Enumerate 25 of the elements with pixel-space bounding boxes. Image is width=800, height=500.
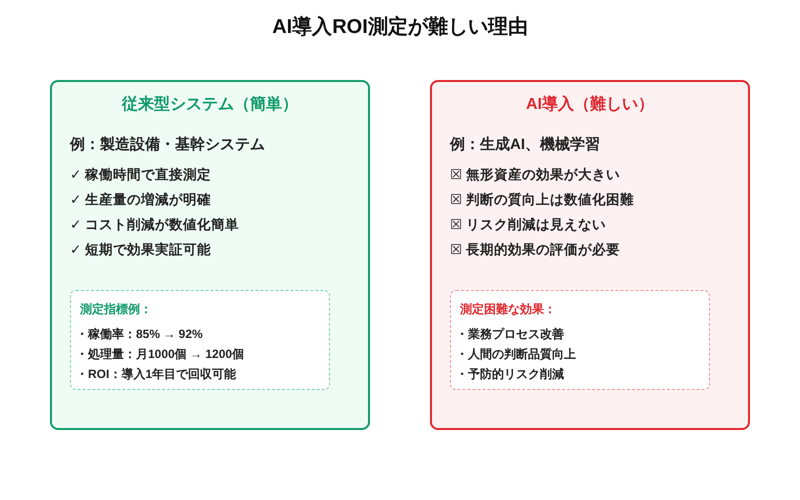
list-item: ・人間の判断品質向上 (456, 346, 576, 362)
list-item: ☒ 長期的効果の評価が必要 (450, 241, 620, 259)
title: AI導入ROI測定が難しい理由 (272, 14, 528, 40)
list-item: ・処理量：月1000個 → 1200個 (76, 346, 244, 362)
example-text: 例：生成AI、機械学習 (450, 135, 600, 155)
panel-box (50, 80, 370, 430)
panel-heading: AI導入（難しい） (526, 94, 654, 115)
list-item: ✓ 稼働時間で直接測定 (70, 166, 212, 184)
note-heading: 測定困難な効果： (460, 301, 556, 317)
note-box (70, 290, 330, 390)
list-item: ・ROI：導入1年目で回収可能 (76, 366, 236, 382)
list-item: ☒ 判断の質向上は数値化困難 (450, 191, 634, 209)
list-item: ✓ 生産量の増減が明確 (70, 191, 212, 209)
list-item: ・業務プロセス改善 (456, 326, 564, 342)
list-item: ・予防的リスク削減 (456, 366, 564, 382)
panel-box (430, 80, 750, 430)
list-item: ☒ リスク削減は見えない (450, 216, 606, 234)
example-text: 例：製造設備・基幹システム (70, 135, 265, 155)
list-item: ・稼働率：85% → 92% (76, 326, 203, 342)
list-item: ✓ コスト削減が数値化簡単 (70, 216, 240, 234)
list-item: ✓ 短期で効果実証可能 (70, 241, 212, 259)
note-box (450, 290, 710, 390)
list-item: ☒ 無形資産の効果が大きい (450, 166, 620, 184)
note-heading: 測定指標例： (80, 301, 152, 317)
panel-heading: 従来型システム（簡単） (122, 94, 298, 115)
